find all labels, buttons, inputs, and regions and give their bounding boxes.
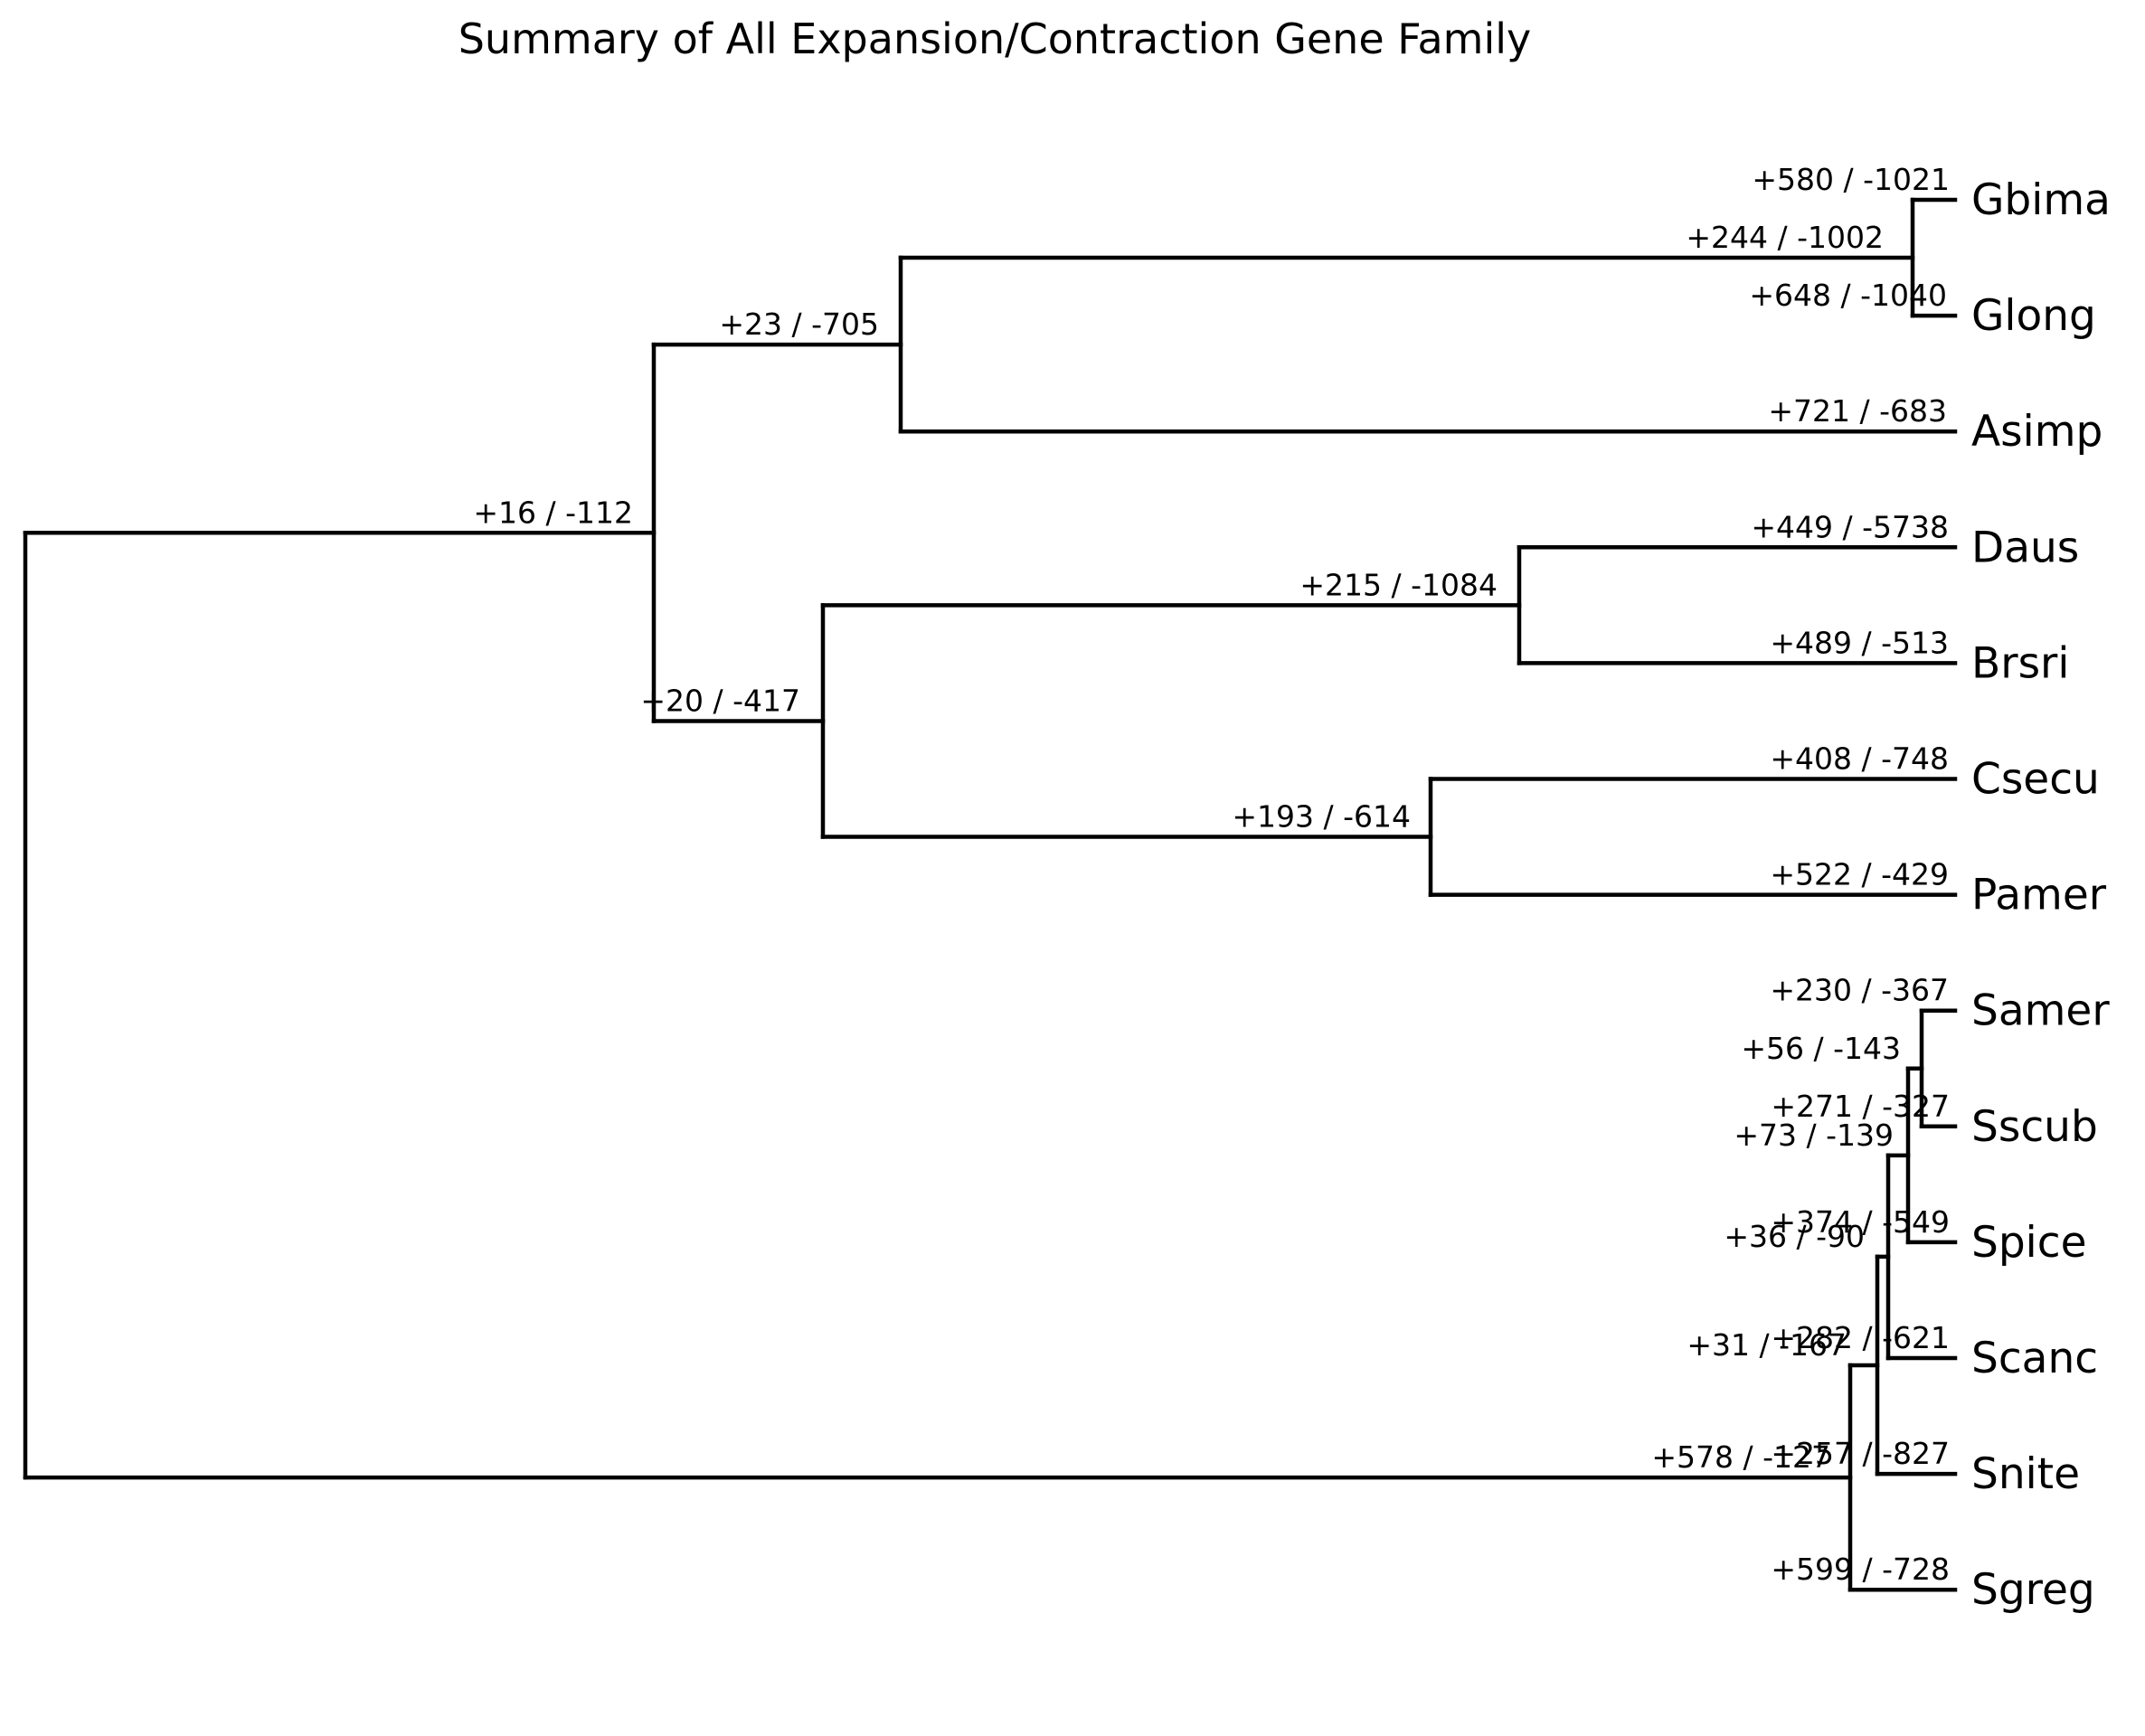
branch-value-label: +721 / -683 (1768, 393, 1947, 429)
branch-value-label: +408 / -748 (1770, 741, 1949, 777)
branch-value-label: +374 / -549 (1771, 1204, 1950, 1240)
species-name-label: Glong (1971, 291, 2096, 341)
branch-value-label: +449 / -5738 (1751, 509, 1949, 544)
species-name-label: Scanc (1971, 1334, 2098, 1383)
branch-value-label: +230 / -367 (1770, 973, 1949, 1008)
chart-title: Summary of All Expansion/Contraction Gen… (458, 14, 1532, 63)
species-name-label: Spice (1971, 1218, 2086, 1268)
branch-value-label: +580 / -1021 (1752, 162, 1950, 197)
branch-value-label: +648 / -1040 (1749, 278, 1947, 313)
branch-value-label: +578 / -127 (1651, 1439, 1830, 1475)
species-name-label: Csecu (1971, 755, 2100, 805)
species-name-label: Pamer (1971, 871, 2107, 920)
branch-value-label: +257 / -827 (1771, 1436, 1950, 1471)
branch-value-label: +282 / -621 (1771, 1320, 1950, 1355)
species-name-label: Samer (1971, 986, 2110, 1036)
species-name-label: Snite (1971, 1449, 2080, 1499)
branch-value-label: +193 / -614 (1232, 799, 1411, 835)
branch-value-label: +56 / -143 (1741, 1031, 1901, 1066)
branch-value-label: +16 / -112 (473, 495, 633, 530)
species-name-label: Daus (1971, 523, 2079, 572)
branch-value-label: +489 / -513 (1770, 625, 1949, 660)
species-name-label: Asimp (1971, 407, 2102, 457)
branch-value-label: +20 / -417 (640, 683, 800, 718)
species-name-label: Sgreg (1971, 1565, 2095, 1615)
branch-value-label: +23 / -705 (719, 307, 879, 342)
branch-value-label: +271 / -327 (1771, 1089, 1950, 1124)
branch-value-label: +73 / -139 (1734, 1118, 1894, 1153)
branch-value-label: +599 / -728 (1771, 1552, 1950, 1587)
branch-value-label: +522 / -429 (1770, 857, 1949, 892)
branch-value-label: +244 / -1002 (1686, 220, 1884, 255)
branch-value-label: +31 / -167 (1687, 1327, 1847, 1363)
species-name-label: Brsri (1971, 638, 2069, 688)
branch-value-label: +215 / -1084 (1299, 567, 1498, 602)
species-name-label: Gbima (1971, 175, 2111, 225)
branch-value-label: +36 / -90 (1724, 1219, 1865, 1254)
species-name-label: Sscub (1971, 1102, 2098, 1152)
